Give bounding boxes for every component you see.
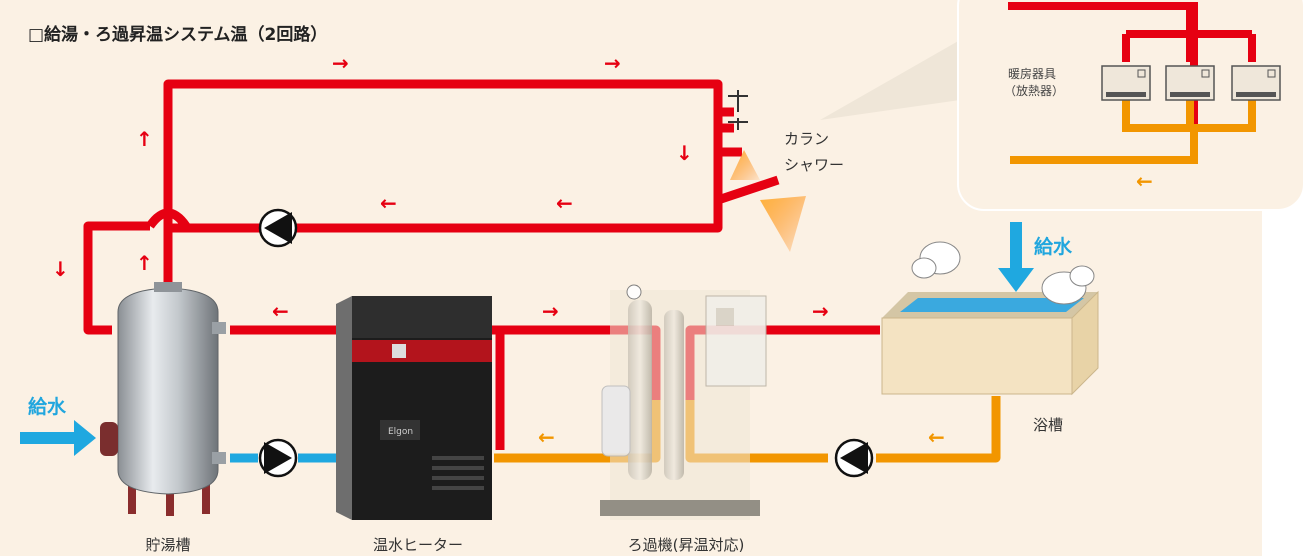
svg-text:↓: ↓	[52, 257, 69, 281]
radiator-label-line2: （放熱器）	[1004, 84, 1065, 98]
svg-text:↑: ↑	[136, 127, 153, 151]
water-supply-label-left: 給水	[28, 396, 67, 418]
heater-brand: Elgon	[388, 427, 413, 437]
svg-text:↓: ↓	[676, 141, 693, 165]
pump-lower-left	[258, 438, 298, 478]
pump-lower-right	[834, 438, 874, 478]
filtration-unit	[600, 284, 767, 520]
water-heater: Elgon	[336, 296, 492, 520]
filter-label: ろ過機(昇温対応)	[627, 536, 745, 554]
svg-text:←: ←	[272, 299, 289, 323]
return-arrows: ← ←	[538, 425, 945, 449]
storage-tank	[100, 282, 226, 516]
bathtub-label: 浴槽	[1032, 416, 1064, 434]
svg-text:←: ←	[380, 191, 397, 215]
shower-label: シャワー	[784, 156, 845, 174]
radiator-inset: ←	[820, 0, 1304, 211]
radiator-units	[1101, 65, 1281, 101]
water-supply-label-right: 給水	[1034, 236, 1073, 258]
svg-text:→: →	[332, 51, 349, 75]
radiator-label-line1: 暖房器具	[1008, 67, 1057, 81]
tank-label: 貯湯槽	[145, 536, 191, 554]
svg-text:←: ←	[538, 425, 555, 449]
diagram-title: □給湯・ろ過昇温システム温（2回路）	[28, 25, 328, 45]
svg-text:↑: ↑	[136, 251, 153, 275]
flow-arrows: → → ↑ ↓ ← ← ↓ ↑ ← → →	[52, 51, 829, 323]
faucet-label: カラン	[784, 130, 830, 148]
cold-inlet-arrow	[20, 420, 96, 456]
bath-inlet-arrow	[998, 222, 1034, 292]
faucet-shower	[728, 90, 806, 252]
svg-text:→: →	[604, 51, 621, 75]
heater-label: 温水ヒーター	[372, 536, 464, 554]
svg-text:→: →	[542, 299, 559, 323]
svg-text:→: →	[812, 299, 829, 323]
svg-text:←: ←	[1136, 169, 1153, 193]
svg-text:←: ←	[556, 191, 573, 215]
svg-text:←: ←	[928, 425, 945, 449]
pump-upper	[258, 208, 298, 248]
bathtub	[881, 241, 1099, 396]
